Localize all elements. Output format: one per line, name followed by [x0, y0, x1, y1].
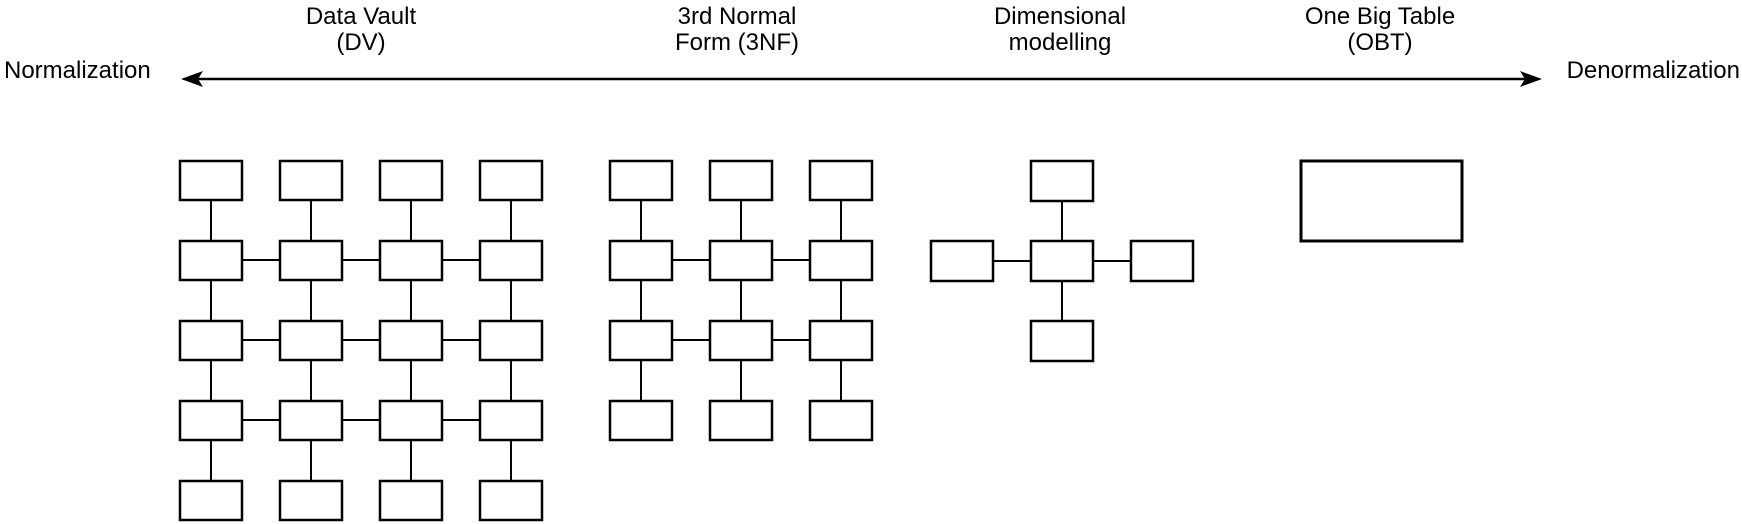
table-box — [608, 399, 674, 442]
table-box — [808, 239, 874, 282]
table-box — [378, 159, 444, 202]
arrow-left-head-icon — [181, 71, 203, 87]
arrow-right-head-icon — [1520, 71, 1542, 87]
normalization-label: Normalization — [4, 57, 151, 84]
table-box — [178, 239, 244, 282]
table-box — [278, 479, 344, 522]
table-box — [478, 479, 544, 522]
category-label-dimensional: Dimensional modelling — [994, 4, 1126, 56]
category-line2: modelling — [1008, 29, 1112, 56]
table-box — [708, 319, 774, 362]
table-box — [808, 159, 874, 202]
table-box — [278, 319, 344, 362]
spectrum-arrow — [181, 71, 1542, 87]
table-box — [1029, 159, 1095, 203]
third-normal-form-schema — [608, 159, 874, 442]
table-box — [178, 159, 244, 202]
table-box — [1299, 159, 1464, 243]
table-box — [478, 319, 544, 362]
table-box — [378, 479, 444, 522]
table-box — [378, 319, 444, 362]
table-box — [478, 239, 544, 282]
table-box — [278, 399, 344, 442]
table-box — [178, 319, 244, 362]
table-box — [378, 399, 444, 442]
category-line2: (DV) — [336, 29, 386, 56]
data-vault-schema — [178, 159, 544, 522]
table-box — [178, 479, 244, 522]
table-box — [708, 159, 774, 202]
table-box — [378, 239, 444, 282]
table-box — [708, 399, 774, 442]
schema-diagrams — [178, 159, 1464, 522]
table-box — [608, 319, 674, 362]
table-box — [178, 399, 244, 442]
category-line1: 3rd Normal — [677, 3, 797, 30]
dimensional-star-schema — [929, 159, 1195, 363]
table-box — [278, 159, 344, 202]
category-line2: Form (3NF) — [675, 29, 799, 56]
category-line2: (OBT) — [1347, 29, 1413, 56]
category-line1: Data Vault — [305, 3, 417, 30]
category-line1: One Big Table — [1304, 3, 1456, 30]
category-label-data-vault: Data Vault (DV) — [306, 4, 416, 56]
table-box — [1129, 239, 1195, 283]
table-box — [478, 399, 544, 442]
table-box — [1029, 239, 1095, 283]
table-box — [808, 319, 874, 362]
table-box — [708, 239, 774, 282]
table-box — [608, 159, 674, 202]
table-box — [1029, 319, 1095, 363]
one-big-table-schema — [1299, 159, 1464, 243]
category-label-3nf: 3rd Normal Form (3NF) — [675, 4, 799, 56]
table-box — [808, 399, 874, 442]
category-label-obt: One Big Table (OBT) — [1305, 4, 1455, 56]
denormalization-label: Denormalization — [1566, 57, 1740, 84]
table-box — [929, 239, 995, 283]
table-box — [608, 239, 674, 282]
table-box — [278, 239, 344, 282]
category-line1: Dimensional — [993, 3, 1127, 30]
table-box — [478, 159, 544, 202]
